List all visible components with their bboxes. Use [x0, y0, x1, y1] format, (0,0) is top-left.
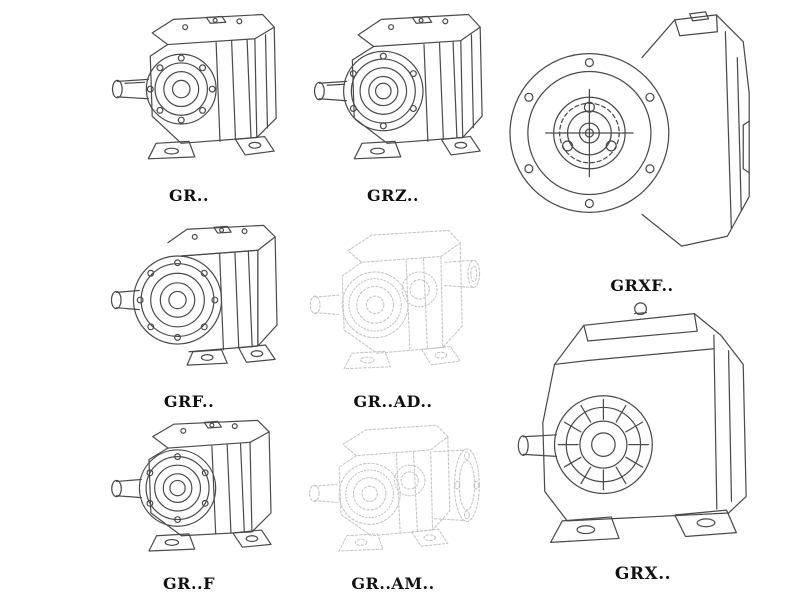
input-shaft [309, 294, 339, 316]
housing [641, 11, 750, 247]
figure-caption-grx: GRX.. [614, 564, 672, 584]
figure-caption-gr: GR.. [168, 186, 210, 205]
housing [341, 229, 463, 354]
gearbox-drawing-gr [111, 13, 277, 160]
gearbox-drawing-grf [110, 224, 278, 366]
figure-caption-grf: GRF.. [163, 392, 215, 411]
input-shaft [309, 483, 338, 503]
figure-grf2: GR..F [88, 408, 290, 593]
housing [542, 302, 747, 522]
gearbox-drawing-grx [517, 302, 747, 543]
figure-gram: GR..AM.. [290, 408, 496, 593]
bearing-boss [343, 50, 424, 132]
housing [148, 419, 272, 537]
mounting-feet [147, 135, 275, 160]
input-adapter [444, 259, 481, 288]
mounting-feet [338, 528, 449, 552]
mounting-feet [353, 135, 481, 160]
housing [167, 224, 278, 353]
figure-grad: GR..AD.. [290, 212, 496, 411]
mounting-feet [550, 509, 737, 543]
figure-caption-grz: GRZ.. [367, 186, 419, 205]
input-shaft [110, 289, 140, 311]
figure-caption-grxf: GRXF.. [610, 276, 674, 295]
figure-caption-gram: GR..AM.. [351, 574, 435, 593]
figure-caption-grf2: GR..F [163, 574, 215, 593]
input-shaft [111, 78, 149, 100]
figure-grz: GRZ.. [295, 0, 491, 205]
figure-grf: GRF.. [88, 212, 290, 411]
input-shaft [517, 434, 558, 457]
gear-detail [545, 88, 634, 178]
gearbox-drawing-gram [309, 424, 480, 552]
figure-grx: GRX.. [490, 296, 796, 584]
housing [149, 13, 277, 144]
figure-gr: GR.. [88, 0, 290, 205]
gearbox-drawing-grxf [509, 11, 750, 247]
motor-adapter-flange [433, 448, 480, 522]
bearing-boss [145, 53, 217, 125]
figure-grxf: GRXF.. [492, 2, 792, 295]
gearbox-drawing-grad [309, 229, 481, 370]
input-shaft [313, 80, 348, 102]
mounting-feet [343, 345, 461, 370]
front-flange [132, 255, 223, 345]
gearbox-drawing-grf2 [111, 419, 272, 552]
gear-detail [338, 462, 426, 525]
bearing-boss [553, 395, 653, 495]
housing [351, 13, 483, 144]
front-flange [509, 52, 670, 214]
front-flange [138, 449, 217, 527]
input-shaft [111, 478, 142, 499]
mounting-feet [148, 529, 272, 552]
gear-detail [341, 271, 438, 339]
mounting-feet [186, 344, 276, 366]
gearbox-drawing-grz [313, 13, 483, 160]
housing [338, 424, 451, 537]
figure-caption-grad: GR..AD.. [353, 392, 433, 411]
